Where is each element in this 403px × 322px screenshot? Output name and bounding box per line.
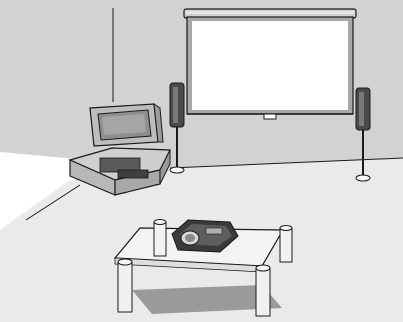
television-icon (90, 104, 163, 146)
projection-screen-icon (184, 9, 356, 119)
